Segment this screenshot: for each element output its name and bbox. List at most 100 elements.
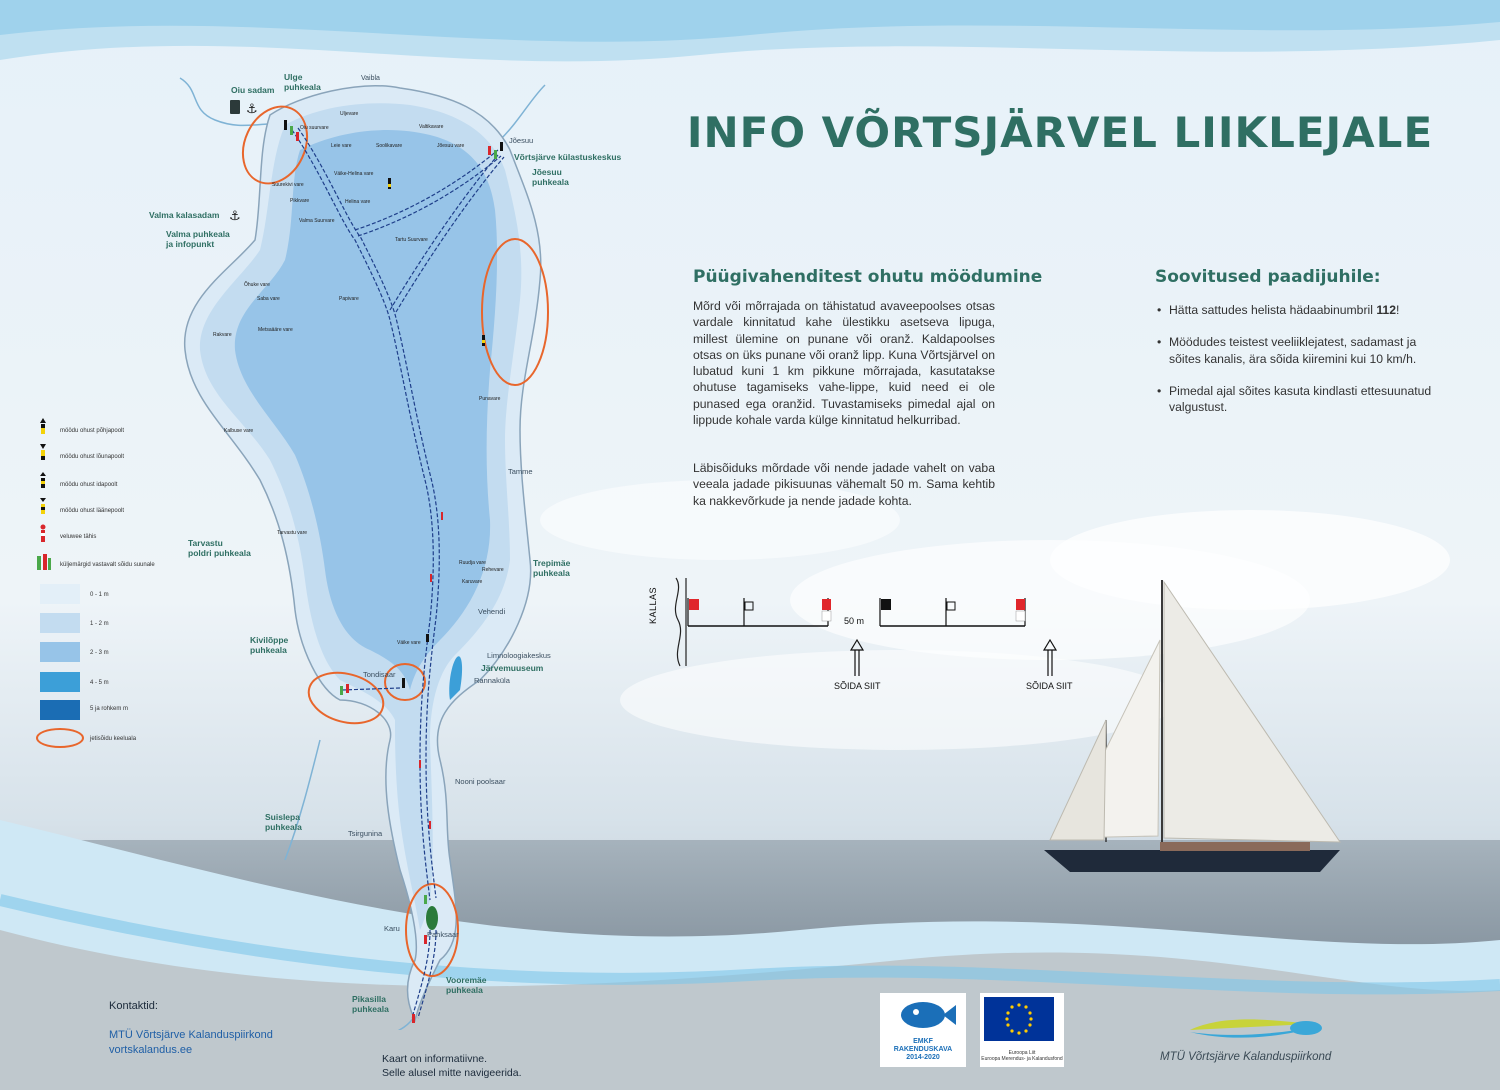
- mtu-swoosh-icon: [1190, 1019, 1322, 1038]
- eu-logo-text: Euroopa Liit Euroopa Merendus- ja Kaland…: [981, 1050, 1063, 1062]
- shoal-label: Punavare: [479, 396, 501, 402]
- svg-text:⚓: ⚓: [229, 209, 241, 224]
- emkf-logo: EMKF RAKENDUSKAVA 2014-2020: [880, 993, 966, 1067]
- east-cardinal-icon: [40, 472, 46, 494]
- disclaimer: Kaart on informatiivne. Selle alusel mit…: [382, 1053, 522, 1079]
- legend-label: 5 ja rohkem m: [90, 706, 129, 712]
- eu-flag-icon: [984, 997, 1054, 1041]
- passing-paragraph-1: Mõrd või mõrrajada on tähistatud avaveep…: [693, 299, 995, 428]
- shoal-label: Leie vare: [331, 143, 352, 149]
- rest-vooremae: Vooremäe puhkeala: [446, 975, 487, 995]
- lake-map: ⚓ ⚓: [179, 77, 549, 1030]
- rest-valma: Valma puhkeala ja infopunkt: [166, 229, 230, 249]
- mtu-logo-text: MTÜ Võrtsjärve Kalanduspiirkond: [1160, 1051, 1332, 1063]
- sailboat-illustration: [1044, 580, 1341, 872]
- south-cardinal-icon: [40, 444, 46, 466]
- fishing-gear-diagram: [674, 577, 1058, 676]
- emergency-number: 112: [1376, 303, 1396, 317]
- legend-label: möödu ohust põhjapoolt: [60, 428, 125, 434]
- depth-swatch-2-3: [40, 642, 80, 662]
- place-karu: Karu: [384, 924, 400, 933]
- shoal-label: Suurekivi vare: [272, 182, 304, 188]
- place-vehendi: Vehendi: [478, 607, 506, 616]
- place-vaibla: Vaibla: [361, 75, 380, 82]
- shoal-label: Saba vare: [257, 296, 280, 302]
- recommendation-item: Möödudes teistest veeliiklejatest, sadam…: [1157, 334, 1440, 367]
- shoal-label: Metsaääre vare: [258, 327, 293, 333]
- legend-label: möödu ohust idapoolt: [60, 482, 118, 488]
- place-tamme: Tamme: [508, 467, 533, 476]
- shoal-label: Rehevare: [482, 567, 504, 573]
- svg-text:⚓: ⚓: [246, 102, 258, 117]
- shoal-label: Ruudja vare: [459, 560, 486, 566]
- rest-tarvastu: Tarvastu poldri puhkeala: [188, 538, 251, 558]
- shoal-label: Tarvastu vare: [277, 530, 308, 536]
- legend-label: 0 - 1 m: [90, 592, 109, 598]
- distance-label: 50 m: [844, 616, 865, 626]
- eu-logo: Euroopa Liit Euroopa Merendus- ja Kaland…: [980, 993, 1064, 1067]
- no-jetski-zone-icon: [36, 728, 84, 748]
- pass-label-right: SÕIDA SIIT: [1026, 681, 1073, 691]
- shoal-label: Karuvare: [462, 579, 483, 585]
- rest-ulge: Ulge puhkeala: [284, 72, 321, 92]
- pass-label-left: SÕIDA SIIT: [834, 681, 881, 691]
- shoal-label: Õhuke vare: [244, 282, 270, 288]
- pass-arrow-left-icon: [849, 638, 865, 676]
- recommendation-item: Pimedal ajal sõites kasuta kindlasti ett…: [1157, 383, 1440, 416]
- mtu-logo: MTÜ Võrtsjärve Kalanduspiirkond: [1160, 1012, 1350, 1072]
- legend-label: 4 - 5 m: [90, 680, 109, 686]
- place-pahksaar: Pahksaar: [427, 930, 459, 939]
- legend-label: küljemärgid vastavalt sõidu suunale: [60, 562, 155, 568]
- legend-label: veluwee tähis: [60, 534, 97, 540]
- shoal-label: Papivare: [339, 296, 359, 302]
- safe-water-mark-icon: [40, 524, 46, 546]
- recommendation-item: Hätta sattudes helista hädaabinumbril 11…: [1157, 302, 1440, 319]
- map-legend: möödu ohust põhjapoolt möödu ohust lõuna…: [30, 418, 200, 748]
- place-limnoloogiakeskus: Limnoloogiakeskus: [487, 651, 551, 660]
- legend-label: möödu ohust läänepoolt: [60, 508, 125, 514]
- recommendations-list: Hätta sattudes helista hädaabinumbril 11…: [1155, 302, 1440, 431]
- place-tondisaar: Tondisaar: [363, 670, 396, 679]
- depth-swatch-5-plus: [40, 700, 80, 720]
- rest-trepimae: Trepimäe puhkeala: [533, 558, 571, 578]
- shore-label: KALLAS: [648, 586, 658, 624]
- west-cardinal-icon: [40, 498, 46, 520]
- depth-swatch-0-1: [40, 584, 80, 604]
- contacts-website-link[interactable]: vortskalandus.ee: [109, 1044, 193, 1056]
- place-rannakyla: Rannaküla: [474, 676, 510, 685]
- shoal-label: Helina vare: [345, 199, 371, 205]
- page-title: INFO VÕRTSJÄRVEL LIIKLEJALE: [686, 108, 1434, 157]
- shoal-label: Jõesuu vare: [437, 143, 465, 149]
- lateral-marks-icon: [36, 552, 52, 574]
- shoal-label: Väike-Helina vare: [334, 171, 374, 177]
- shoal-label: Uljevare: [340, 111, 359, 117]
- depth-swatch-1-2: [40, 613, 80, 633]
- shoal-label: Valma Suurvare: [299, 218, 335, 224]
- rest-pikasilla: Pikasilla puhkeala: [352, 994, 389, 1014]
- rest-jarvemuuseum: Järvemuuseum: [481, 663, 544, 673]
- recommendations-heading: Soovitused paadijuhile:: [1155, 267, 1381, 287]
- shoal-label: Soolikavare: [376, 143, 403, 149]
- shoal-label: Kalbuse vare: [224, 428, 254, 434]
- passing-paragraph-2: Läbisõiduks mõrdade või nende jadade vah…: [693, 461, 995, 508]
- legend-label: möödu ohust lõunapoolt: [60, 454, 125, 460]
- shoal-label: Valtikavare: [419, 124, 444, 130]
- rest-kylastuskeskus: Võrtsjärve külastuskeskus: [514, 152, 622, 162]
- north-cardinal-icon: [40, 418, 46, 440]
- contacts-org: MTÜ Võrtsjärve Kalanduspiirkond: [109, 1029, 273, 1041]
- rest-valma-kalasadam: Valma kalasadam: [149, 210, 220, 220]
- place-joesuu: Jõesuu: [509, 136, 534, 145]
- contacts-label: Kontaktid:: [109, 1000, 158, 1012]
- shoal-label: Oiu suurvare: [300, 125, 329, 131]
- legend-label: 1 - 2 m: [90, 621, 109, 627]
- legend-label: 2 - 3 m: [90, 650, 109, 656]
- place-nooni: Nooni poolsaar: [455, 777, 506, 786]
- pass-arrow-right-icon: [1042, 638, 1058, 676]
- rest-oiu: Oiu sadam: [231, 85, 275, 95]
- shoal-label: Rakvare: [213, 332, 232, 338]
- rest-suislepa: Suislepa puhkeala: [265, 812, 302, 832]
- shoal-label: Pikkvare: [290, 198, 310, 204]
- rest-kivilope: Kivilõppe puhkeala: [250, 635, 289, 655]
- emkf-logo-text: EMKF RAKENDUSKAVA 2014-2020: [893, 1038, 953, 1061]
